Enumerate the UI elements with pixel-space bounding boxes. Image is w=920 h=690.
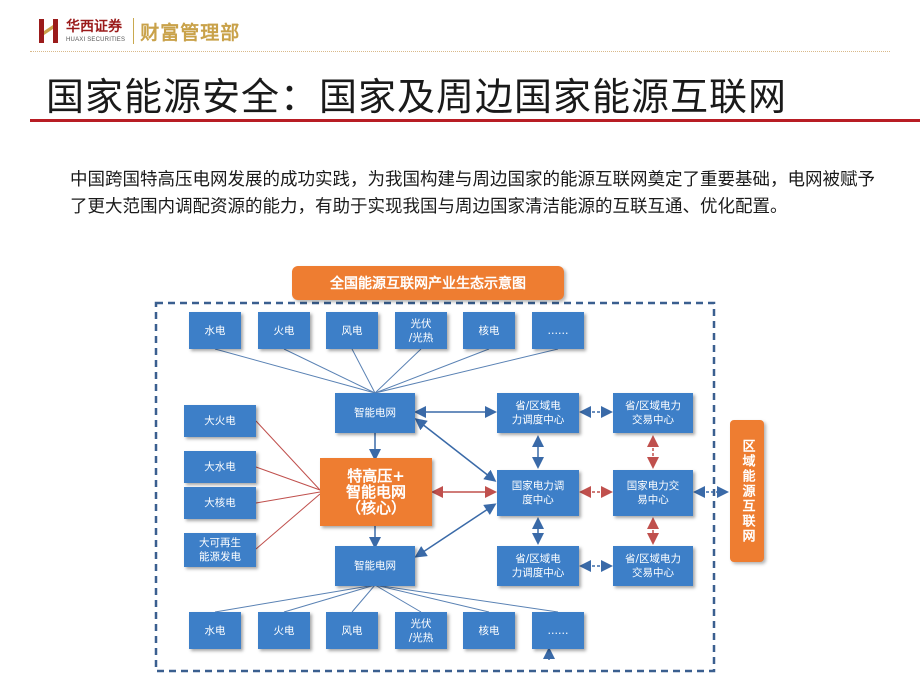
- logo-name-en: HUAXI SECURITIES: [66, 36, 126, 43]
- province-trade-center-bottom: 省/区域电力 交易中心: [613, 546, 693, 586]
- smart-grid-bottom: 智能电网: [335, 546, 415, 586]
- national-dispatch-center: 国家电力调 度中心: [497, 470, 579, 516]
- source-large-thermal: 大火电: [184, 405, 256, 437]
- smart-grid-top: 智能电网: [335, 393, 415, 433]
- logo-divider: [133, 18, 135, 44]
- company-logo: 华西证券 HUAXI SECURITIES 财富管理部: [38, 14, 240, 48]
- logo-name-cn: 华西证券: [66, 18, 122, 35]
- body-paragraph: 中国跨国特高压电网发展的成功实践，为我国构建与周边国家的能源互联网奠定了重要基础…: [70, 170, 875, 217]
- source-more-bottom: ……: [532, 612, 584, 649]
- source-large-hydro: 大水电: [184, 451, 256, 483]
- source-wind-bottom: 风电: [326, 612, 378, 649]
- regional-energy-internet: 区域能源互联网: [730, 420, 764, 562]
- source-wind-top: 风电: [326, 312, 378, 349]
- province-trade-center-top: 省/区域电力 交易中心: [613, 393, 693, 433]
- department-name: 财富管理部: [140, 21, 241, 44]
- source-thermal-bottom: 火电: [258, 612, 310, 649]
- regional-label: 区域能源互联网: [739, 438, 755, 544]
- source-large-renewable: 大可再生 能源发电: [184, 533, 256, 567]
- source-solar-top: 光伏 /光热: [395, 312, 447, 349]
- huaxi-logo-icon: [38, 17, 60, 45]
- core-uhv-smart-grid: 特高压+ 智能电网 （核心）: [320, 458, 432, 526]
- source-nuclear-bottom: 核电: [463, 612, 515, 649]
- source-nuclear-top: 核电: [463, 312, 515, 349]
- source-hydro-bottom: 水电: [189, 612, 241, 649]
- province-dispatch-center-top: 省/区域电 力调度中心: [497, 393, 579, 433]
- source-hydro-top: 水电: [189, 312, 241, 349]
- province-dispatch-center-bottom: 省/区域电 力调度中心: [497, 546, 579, 586]
- source-large-nuclear: 大核电: [184, 487, 256, 519]
- source-solar-bottom: 光伏 /光热: [395, 612, 447, 649]
- national-trade-center: 国家电力交 易中心: [613, 470, 693, 516]
- header-divider: [30, 51, 890, 52]
- page-title: 国家能源安全：国家及周边国家能源互联网: [46, 75, 788, 119]
- source-more-top: ……: [532, 312, 584, 349]
- title-underline: [30, 119, 920, 122]
- source-thermal-top: 火电: [258, 312, 310, 349]
- diagram-title-banner: 全国能源互联网产业生态示意图: [292, 266, 564, 300]
